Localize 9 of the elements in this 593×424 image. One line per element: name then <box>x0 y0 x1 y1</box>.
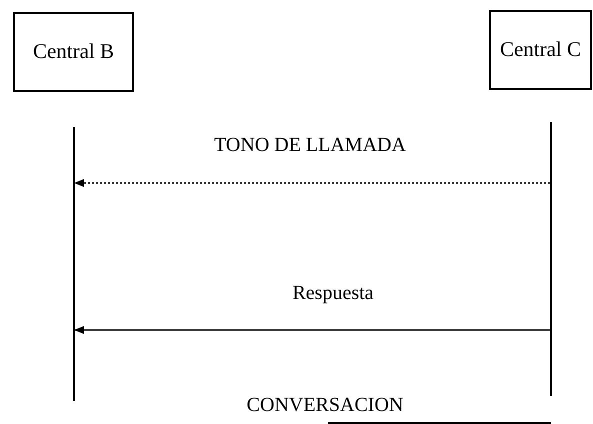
box-label: Central B <box>32 38 116 66</box>
lifeline <box>550 122 552 396</box>
box-label: Central C <box>498 36 582 64</box>
message-arrow <box>74 326 550 334</box>
exchange-box <box>13 12 134 92</box>
exchange-box <box>489 10 592 90</box>
phase-label: CONVERSACION <box>246 393 404 418</box>
lifeline <box>73 127 75 401</box>
message-arrow <box>74 179 550 187</box>
